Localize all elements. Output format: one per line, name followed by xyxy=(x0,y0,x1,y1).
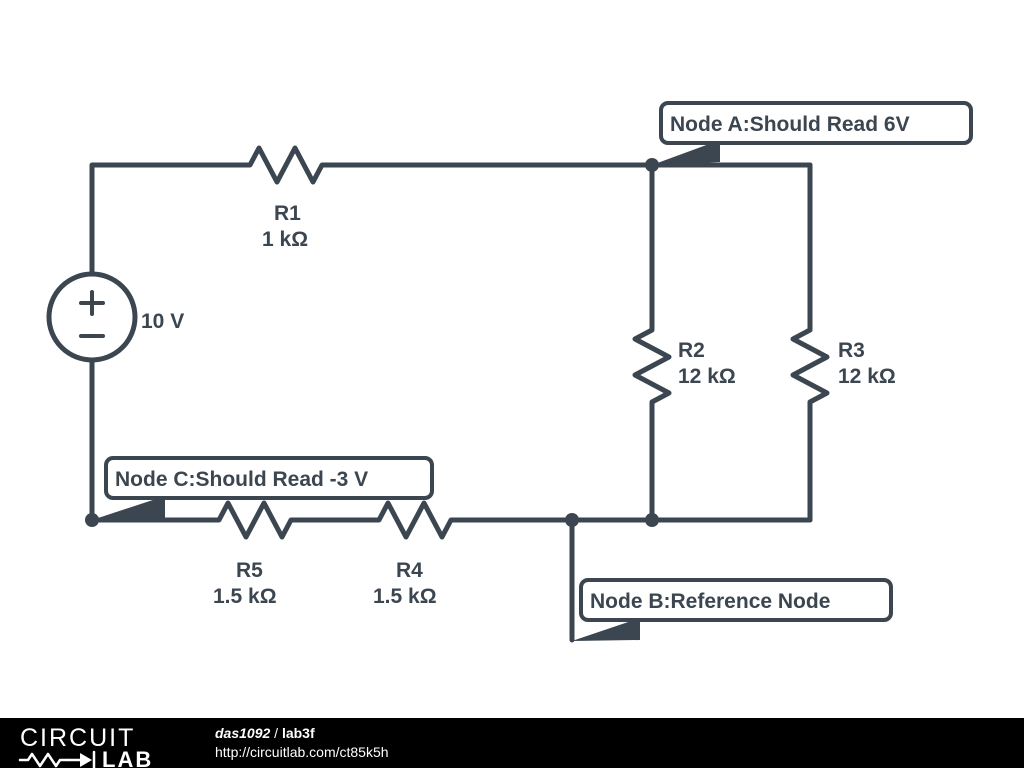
footer-separator: / xyxy=(274,725,279,741)
callout-node-a-label: Node A:Should Read 6V xyxy=(670,113,910,136)
callout-node-b-box xyxy=(579,578,893,622)
callout-node-b-pointer xyxy=(572,618,640,641)
footer-project: lab3f xyxy=(281,725,315,741)
junction-dot-r2-bottom xyxy=(645,513,659,527)
resistor-r1-symbol xyxy=(235,145,339,185)
callout-node-a-box xyxy=(659,101,973,145)
resistor-r4-value: 1.5 kΩ xyxy=(373,585,437,608)
callout-node-b[interactable]: Node B:Reference Node xyxy=(572,578,893,641)
junction-dot-node-b xyxy=(565,513,579,527)
schematic-canvas[interactable]: Node A:Should Read 6V Node C:Should Read… xyxy=(0,0,1024,718)
resistor-r3-symbol xyxy=(790,317,830,523)
logo-waveform-icon xyxy=(18,750,96,768)
circuit-schematic: Node A:Should Read 6V Node C:Should Read… xyxy=(46,101,973,643)
resistor-r2-value: 12 kΩ xyxy=(678,365,736,388)
callout-node-a-pointer xyxy=(652,140,720,165)
callout-node-a[interactable]: Node A:Should Read 6V xyxy=(652,101,973,165)
resistor-r5-name: R5 xyxy=(236,559,263,582)
circuitlab-logo[interactable]: CIRCUIT LAB xyxy=(18,722,198,768)
callout-node-b-label: Node B:Reference Node xyxy=(590,590,830,613)
resistor-r1-name: R1 xyxy=(274,202,301,225)
callout-node-c-box xyxy=(104,456,434,500)
footer-meta: das1092 / lab3f xyxy=(215,724,315,743)
resistor-r4-name: R4 xyxy=(396,559,423,582)
logo-text-circuit: CIRCUIT xyxy=(20,724,135,752)
resistor-r3-name: R3 xyxy=(838,339,865,362)
footer-url-link[interactable]: http://circuitlab.com/ct85k5h xyxy=(215,744,389,760)
resistor-r5-symbol xyxy=(205,500,307,540)
resistor-r2-symbol xyxy=(632,317,672,523)
footer-bar: CIRCUIT LAB das1092 / lab3f http://circu… xyxy=(0,718,1024,768)
resistor-r2-name: R2 xyxy=(678,339,705,362)
callout-node-c-label: Node C:Should Read -3 V xyxy=(115,468,368,491)
footer-username: das1092 xyxy=(215,725,271,741)
resistor-r5-value: 1.5 kΩ xyxy=(213,585,277,608)
callout-node-c[interactable]: Node C:Should Read -3 V xyxy=(92,456,434,520)
resistor-r1-value: 1 kΩ xyxy=(262,228,309,251)
callout-node-c-pointer xyxy=(92,496,165,520)
resistor-r3-value: 12 kΩ xyxy=(838,365,896,388)
resistor-r4-symbol xyxy=(365,500,467,540)
logo-text-lab: LAB xyxy=(102,747,153,768)
wire-source-to-r1 xyxy=(89,162,241,277)
source-plus-icon xyxy=(79,290,105,316)
voltage-source-circle xyxy=(46,271,138,363)
source-label: 10 V xyxy=(141,310,185,333)
